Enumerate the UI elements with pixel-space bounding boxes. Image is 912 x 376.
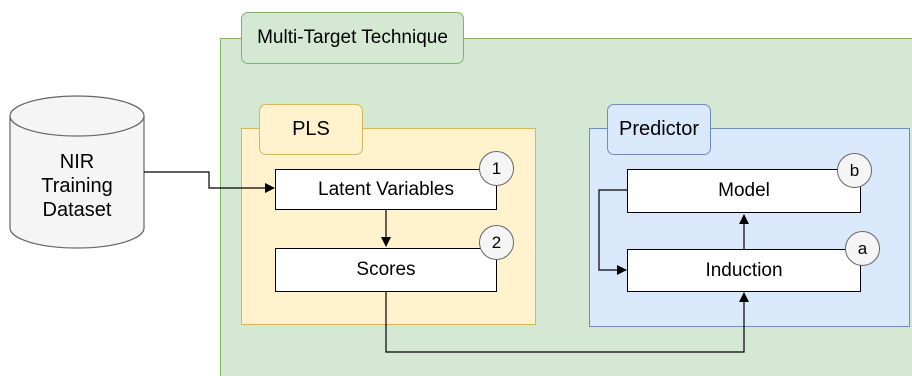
scores-to-induction-arrow [385, 292, 749, 353]
induction-box: Induction [627, 249, 861, 292]
model-box: Model [627, 169, 861, 213]
multi-target-title: Multi-Target Technique [241, 12, 464, 64]
predictor-title: Predictor [607, 104, 711, 155]
scores-box: Scores [275, 248, 497, 292]
nir-dataset-cylinder-icon [9, 95, 145, 249]
nir-dataset-line-3: Dataset [42, 199, 112, 221]
model-to-induction-loop-arrow [598, 189, 627, 275]
step-badge-b: b [837, 153, 872, 188]
step-badge-a: a [845, 231, 880, 266]
nir-dataset-line-2: Training [41, 175, 113, 197]
pls-title: PLS [259, 104, 363, 155]
step-badge-1: 1 [479, 151, 514, 186]
nir-dataset-line-1: NIR [59, 151, 95, 173]
step-badge-2: 2 [479, 225, 514, 260]
dataset-to-latent-arrow [144, 171, 275, 193]
latent-variables-box: Latent Variables [275, 169, 497, 210]
nir-dataset-label: NIR Training Dataset [10, 150, 144, 222]
